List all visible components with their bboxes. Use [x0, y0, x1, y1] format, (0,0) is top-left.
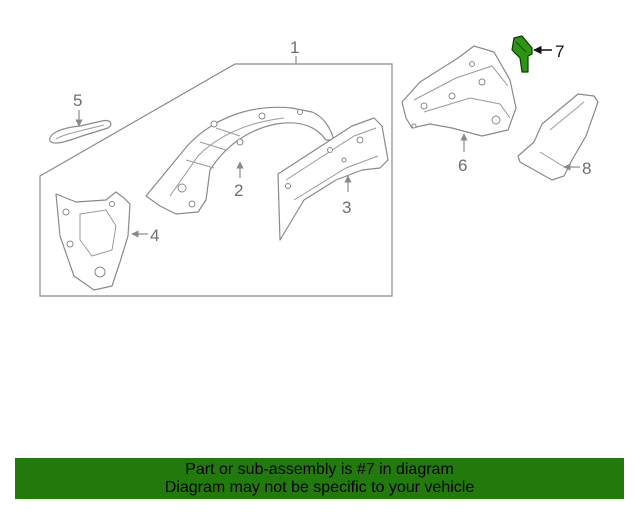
info-banner: Part or sub-assembly is #7 in diagram Di… [15, 458, 624, 499]
part-6-side-member [401, 45, 517, 137]
parts-diagram: 1 5 2 3 4 [39, 35, 599, 297]
banner-line-2: Diagram may not be specific to your vehi… [164, 479, 475, 496]
part-7-bracket-highlighted [511, 35, 533, 73]
part-5-seal [49, 119, 112, 144]
banner-line-1: Part or sub-assembly is #7 in diagram [185, 461, 454, 478]
callout-3: 3 [342, 198, 351, 217]
callout-4: 4 [150, 226, 159, 245]
callout-5: 5 [73, 91, 82, 110]
callout-7: 7 [555, 42, 564, 61]
assembly-frame [39, 63, 393, 297]
callout-8: 8 [582, 159, 591, 178]
part-2-wheelhouse [145, 106, 335, 215]
part-4-bracket [55, 191, 131, 291]
callout-2: 2 [234, 181, 243, 200]
callout-6: 6 [458, 156, 467, 175]
part-3-apron [277, 117, 389, 241]
callout-1: 1 [290, 38, 299, 57]
